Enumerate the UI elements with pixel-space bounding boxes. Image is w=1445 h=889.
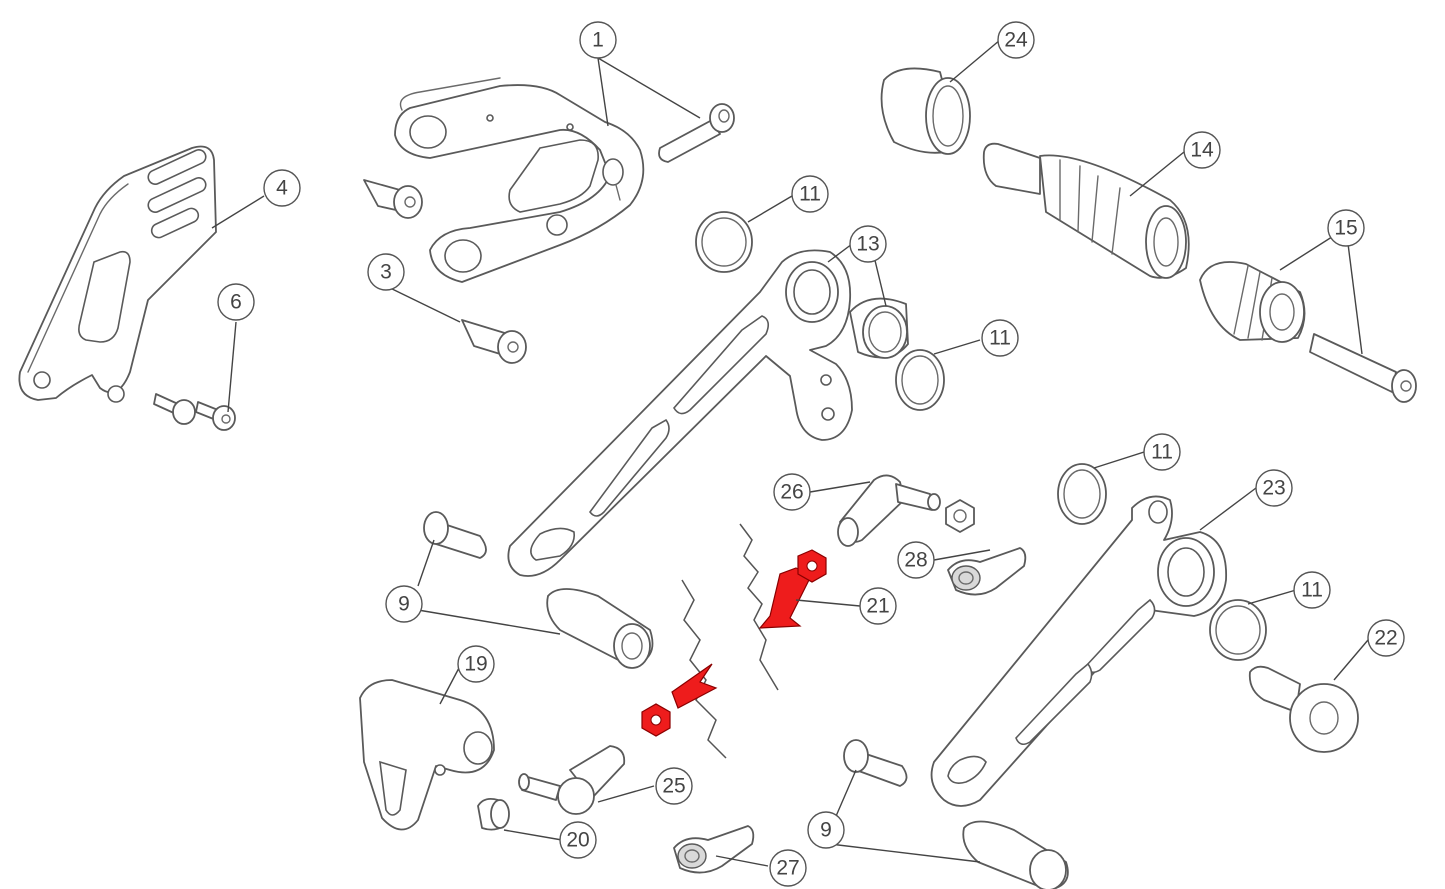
part-21-rod-lower (641, 579, 727, 759)
part-28-bearing-rod-end (947, 547, 1027, 596)
svg-text:21: 21 (866, 595, 889, 618)
svg-text:25: 25 (662, 775, 685, 798)
callout-22: 22 (1367, 619, 1405, 657)
callout-26: 26 (773, 473, 811, 511)
svg-text:19: 19 (464, 653, 487, 676)
part-1-bracket (394, 77, 645, 283)
part-11-washer-b (895, 349, 945, 411)
callout-20: 20 (559, 821, 597, 859)
svg-text:11: 11 (799, 183, 821, 206)
part-22-pivot-bolt (1248, 665, 1359, 753)
svg-text:26: 26 (780, 481, 803, 504)
svg-text:11: 11 (989, 327, 1011, 350)
svg-text:15: 15 (1334, 217, 1357, 240)
callout-11-b: 11 (981, 319, 1019, 357)
callout-27: 27 (769, 849, 807, 887)
callout-9-lower: 9 (807, 811, 845, 849)
callout-9-upper: 9 (385, 585, 423, 623)
part-1-pin (658, 103, 735, 163)
callout-3: 3 (367, 253, 405, 291)
part-11-washer-c (1057, 463, 1107, 525)
callout-13: 13 (849, 225, 887, 263)
part-3-bolt-top (363, 179, 423, 219)
callout-21: 21 (859, 587, 897, 625)
part-15-bolt (1309, 333, 1417, 403)
callout-11-c: 11 (1143, 433, 1181, 471)
part-26-nut (945, 499, 975, 533)
svg-text:11: 11 (1301, 579, 1323, 602)
svg-text:22: 22 (1374, 627, 1397, 650)
part-9-pin-upper (423, 511, 487, 559)
svg-text:23: 23 (1262, 477, 1285, 500)
part-13-bushing (849, 297, 909, 359)
part-27-bearing-rod-end (673, 825, 755, 874)
part-21-rod-upper (739, 523, 827, 691)
part-15-knob (1199, 261, 1306, 343)
svg-text:20: 20 (566, 829, 589, 852)
part-26-rod-end (837, 474, 941, 547)
callout-23: 23 (1255, 469, 1293, 507)
callout-14: 14 (1183, 131, 1221, 169)
callout-11-d: 11 (1293, 571, 1331, 609)
part-23-shift-lever (930, 495, 1227, 807)
svg-text:3: 3 (380, 261, 392, 284)
part-11-washer-a (695, 211, 753, 273)
svg-text:28: 28 (904, 549, 927, 572)
svg-text:11: 11 (1151, 441, 1173, 464)
part-19-bracket (359, 679, 495, 831)
svg-text:27: 27 (776, 857, 799, 880)
part-13-pedal-lever (507, 249, 853, 577)
part-11-washer-d (1209, 599, 1267, 661)
svg-text:14: 14 (1190, 139, 1214, 162)
callout-28: 28 (897, 541, 935, 579)
callout-1: 1 (579, 21, 617, 59)
part-14-shaft (982, 142, 1190, 279)
svg-text:13: 13 (856, 233, 879, 256)
svg-text:9: 9 (820, 819, 832, 842)
part-3-bolt-bottom (461, 319, 527, 364)
callout-25: 25 (655, 767, 693, 805)
callout-6: 6 (217, 283, 255, 321)
svg-text:24: 24 (1004, 29, 1028, 52)
part-9-sleeve-lower (962, 820, 1069, 889)
part-24-sleeve (880, 67, 971, 155)
callout-24: 24 (997, 21, 1035, 59)
svg-text:6: 6 (230, 291, 242, 314)
part-4-heel-plate (18, 145, 217, 403)
callout-11-a: 11 (791, 175, 829, 213)
part-20-spacer (477, 797, 510, 831)
part-6-screws (153, 393, 236, 431)
callout-4: 4 (263, 169, 301, 207)
callout-15: 15 (1327, 209, 1365, 247)
part-9-sleeve-upper (546, 588, 654, 669)
svg-text:9: 9 (398, 593, 410, 616)
callout-19: 19 (457, 645, 495, 683)
part-9-pin-lower (843, 739, 908, 787)
svg-text:1: 1 (592, 29, 604, 52)
svg-text:4: 4 (276, 177, 288, 200)
part-25-rod-end (518, 745, 626, 815)
